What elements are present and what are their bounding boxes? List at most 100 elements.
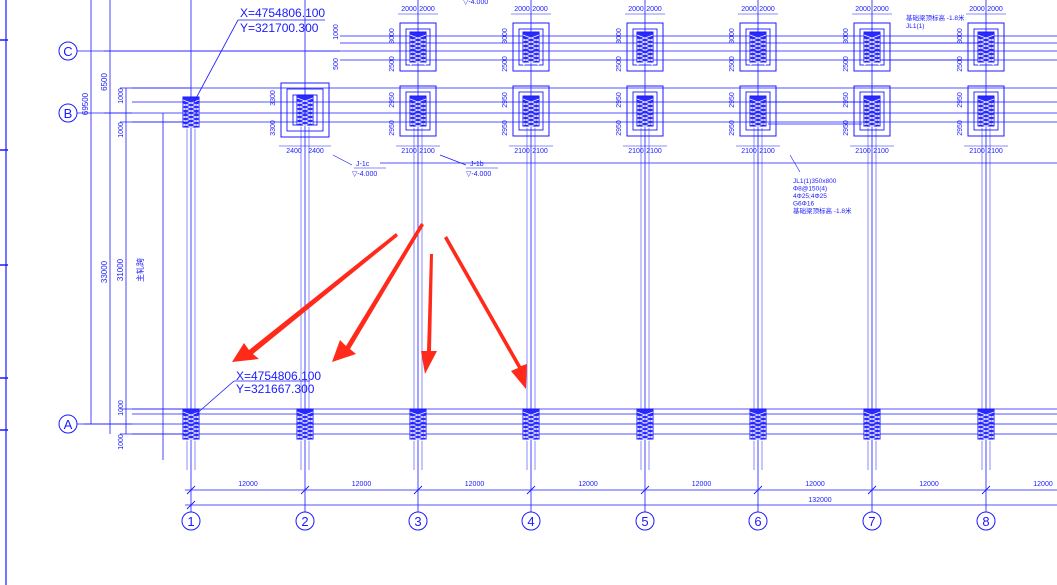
- column-row-c-6: [749, 31, 767, 66]
- footing-border: [512, 22, 550, 72]
- column-hatch: [409, 58, 427, 66]
- row-label-C: C: [63, 44, 72, 59]
- footing-dim-b-height: 2950: [502, 120, 509, 136]
- column-hatch: [977, 435, 995, 443]
- dim-bay-5: 12000: [692, 481, 712, 488]
- footing-dim-b-width: 2100: [969, 148, 985, 155]
- footing-label-j1b: J-1b ▽-4.000: [439, 154, 498, 178]
- axis-lines: [132, 0, 1057, 508]
- footing-dim-b-width: 2100: [419, 148, 435, 155]
- bubble-circle: [181, 511, 201, 531]
- dim-b-top: 1000: [118, 88, 125, 104]
- footing-dim-b-height: 2950: [729, 120, 736, 136]
- footing-dim-c-height: 2500: [389, 56, 396, 72]
- footing-border: [399, 85, 437, 137]
- footing-outline: [405, 91, 431, 131]
- column-label-8: 8: [982, 514, 989, 529]
- svg-text:▽-4.000: ▽-4.000: [466, 171, 491, 178]
- red-arrow-3: [421, 254, 437, 374]
- dim-overall: 69500: [81, 92, 90, 115]
- column-bubble-5: 5: [635, 508, 655, 531]
- dim-tick: [640, 485, 650, 495]
- column-row-c-8: [977, 31, 995, 66]
- column-row-c-3: [409, 31, 427, 66]
- coord-top-x: X=4754806.100: [240, 6, 325, 20]
- footing-dim-b-width: 2100: [873, 148, 889, 155]
- zone-label: 主轧跨: [135, 258, 145, 282]
- column-body: [522, 95, 540, 127]
- dim-bay-7: 12000: [919, 481, 939, 488]
- column-bubble-1: 1: [181, 508, 201, 531]
- column-hatch: [522, 122, 540, 130]
- column-row-a-3: [409, 408, 427, 443]
- footing-dim-b-height: 2950: [957, 92, 964, 108]
- column-body: [409, 31, 427, 63]
- column-bubble-4: 4: [521, 508, 541, 531]
- column-body: [749, 31, 767, 63]
- row-bubble-A: A: [58, 414, 1057, 434]
- column-row-b-5: [636, 95, 654, 130]
- bubble-circle: [521, 511, 541, 531]
- column-row-b-8: [977, 95, 995, 130]
- footing-dim-c-height: 3000: [729, 28, 736, 44]
- footing-dim-b-height: 2950: [616, 92, 623, 108]
- svg-text:JL1(1): JL1(1): [906, 23, 924, 30]
- bubble-circle: [976, 511, 996, 531]
- column-row-c-4: [522, 31, 540, 66]
- dim-total: 132000: [808, 497, 831, 504]
- coord-callout-bottom: X=4754806.100 Y=321667.300: [193, 369, 321, 417]
- dim-tick: [526, 485, 536, 495]
- footing-dim-c-width: 2000: [419, 6, 435, 13]
- footing-dim-b-width: 2100: [987, 148, 1003, 155]
- footing-dim-c-width: 2000: [628, 6, 644, 13]
- column-hatch: [977, 122, 995, 130]
- column-hatch: [863, 435, 881, 443]
- beam-note-line: Φ8@150(4): [793, 186, 827, 193]
- column-hatch: [977, 58, 995, 66]
- footing-label-top-elev: ▽-4.000: [463, 0, 488, 6]
- column-hatch: [636, 58, 654, 66]
- footing-outline: [632, 91, 658, 131]
- footing-outline: [745, 28, 771, 66]
- column-hatch: [749, 58, 767, 66]
- beam-note-top: 基础梁顶标高 -1.8米 JL1(1): [906, 13, 965, 30]
- column-row-a-6: [749, 408, 767, 443]
- column-body: [522, 31, 540, 63]
- footing-dim-b-height: 2950: [389, 120, 396, 136]
- column-row-a-2: [296, 408, 314, 443]
- footing-border: [399, 22, 437, 72]
- dim-tick: [186, 485, 196, 495]
- dim-tick: [981, 485, 991, 495]
- footing-dim-j1c-height: 3300: [270, 120, 277, 136]
- bubble-circle: [295, 511, 315, 531]
- footing-dim-c-height: 2500: [502, 56, 509, 72]
- column-label-7: 7: [868, 514, 875, 529]
- footing-dim-c-width: 2000: [741, 6, 757, 13]
- column-body: [863, 95, 881, 127]
- svg-text:基础梁顶标高 -1.8米: 基础梁顶标高 -1.8米: [906, 13, 965, 22]
- column-hatch: [863, 58, 881, 66]
- footing-border: [512, 85, 550, 137]
- column-body: [863, 31, 881, 63]
- footing-dim-c-width: 2000: [855, 6, 871, 13]
- footing-dim-c-width: 2000: [987, 6, 1003, 13]
- coord-bottom-x: X=4754806.100: [236, 369, 321, 383]
- dim-c-small-top: 1000: [333, 24, 340, 40]
- column-body: [296, 94, 314, 126]
- column-hatch: [296, 121, 314, 129]
- coord-callout-top: X=4754806.100 Y=321700.300: [193, 6, 325, 103]
- footing-dim-b-height: 2950: [389, 92, 396, 108]
- column-hatch: [409, 435, 427, 443]
- footing-dim-j1c-width: 2400: [286, 148, 302, 155]
- column-row-a-8: [977, 408, 995, 443]
- column-hatch: [182, 123, 200, 131]
- dim-bay-8: 12000: [1033, 481, 1053, 488]
- footing-dim-b-height: 2950: [843, 120, 850, 136]
- footing-border: [739, 85, 777, 137]
- viewport-border-ticks: [0, 39, 8, 431]
- bubble-circle: [748, 511, 768, 531]
- dim-c-small: 500: [333, 58, 340, 70]
- column-label-6: 6: [754, 514, 761, 529]
